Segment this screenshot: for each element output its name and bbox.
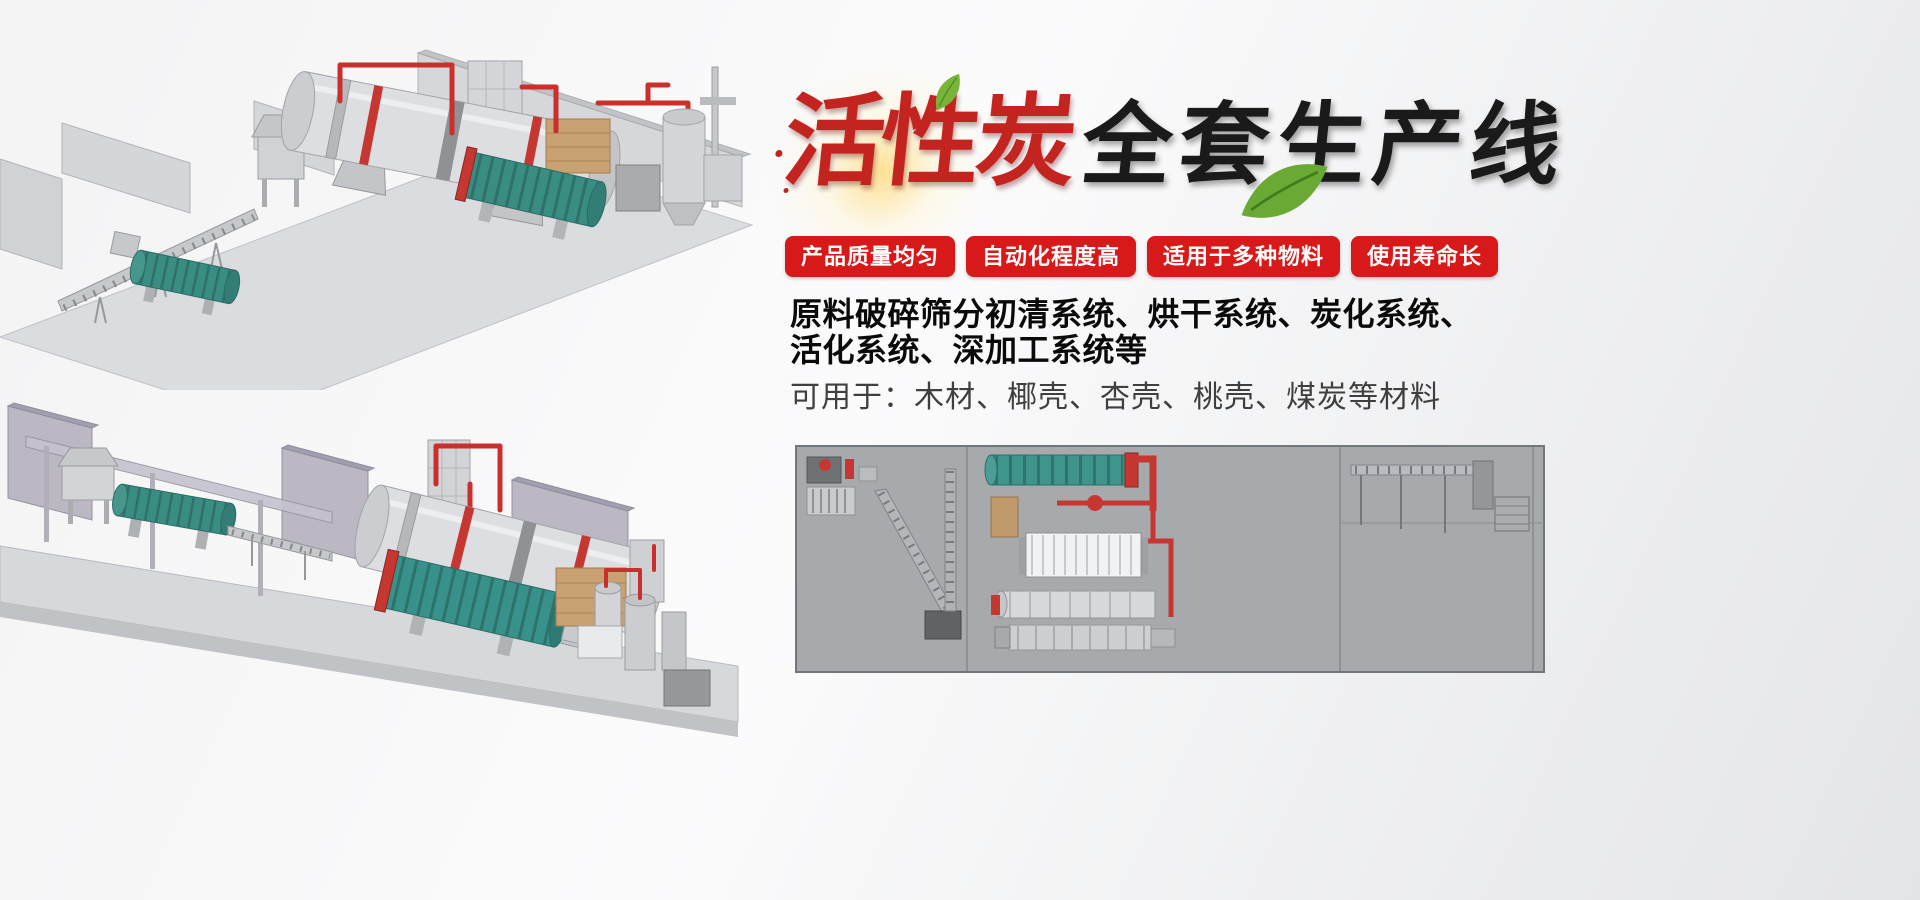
description-line-1: 原料破碎筛分初清系统、烘干系统、炭化系统、 — [790, 296, 1473, 332]
cooling-exchanger — [1019, 532, 1148, 578]
production-line-layout-panel — [795, 445, 1545, 673]
discharge-machine — [577, 625, 623, 659]
feed-hopper — [57, 447, 119, 524]
carbonization-furnace-tanks — [615, 66, 743, 226]
production-line-3d-illustration-top — [0, 49, 754, 390]
incline-conveyor — [874, 488, 962, 640]
badge-uniform-quality: 产品质量均匀 — [785, 236, 956, 277]
cooling-drum — [454, 146, 607, 240]
transfer-conveyor — [227, 525, 333, 580]
dryer-cylinder — [984, 452, 1139, 488]
badge-long-service-life: 使用寿命长 — [1351, 236, 1499, 277]
red-piping — [1057, 455, 1174, 617]
rotary-screener-drum — [109, 230, 241, 316]
rotary-screener-drum — [112, 483, 237, 550]
production-line-layout-diagram — [795, 445, 1545, 673]
carbonization-cylinder — [991, 590, 1156, 619]
feeding-crusher-unit — [806, 456, 878, 516]
floor-edge — [0, 602, 738, 737]
badge-high-automation: 自动化程度高 — [966, 236, 1137, 277]
description-line-2: 活化系统、深加工系统等 — [790, 332, 1148, 368]
ink-splatter-decoration — [775, 150, 783, 157]
hot-blast-stove — [990, 496, 1019, 538]
system-description: 原料破碎筛分初清系统、烘干系统、炭化系统、 活化系统、深加工系统等 — [790, 296, 1473, 368]
feature-badges: 产品质量均匀 自动化程度高 适用于多种物料 使用寿命长 — [785, 236, 1499, 277]
bucket-elevator — [944, 468, 957, 612]
materials-note: 可用于：木材、椰壳、杏壳、桃壳、煤炭等材料 — [790, 381, 1441, 414]
leaf-icon — [1241, 164, 1328, 218]
production-line-3d-illustration-bottom — [0, 402, 739, 737]
badge-multiple-materials: 适用于多种物料 — [1147, 236, 1341, 277]
title-activated-carbon: 活性炭 — [778, 86, 1079, 198]
page-title: 活性炭全套生产线 — [754, 57, 1590, 287]
activation-cylinder — [994, 624, 1176, 651]
packing-conveyor — [1350, 460, 1530, 533]
tank-red-piping — [604, 544, 656, 600]
leaf-icon — [935, 73, 960, 111]
